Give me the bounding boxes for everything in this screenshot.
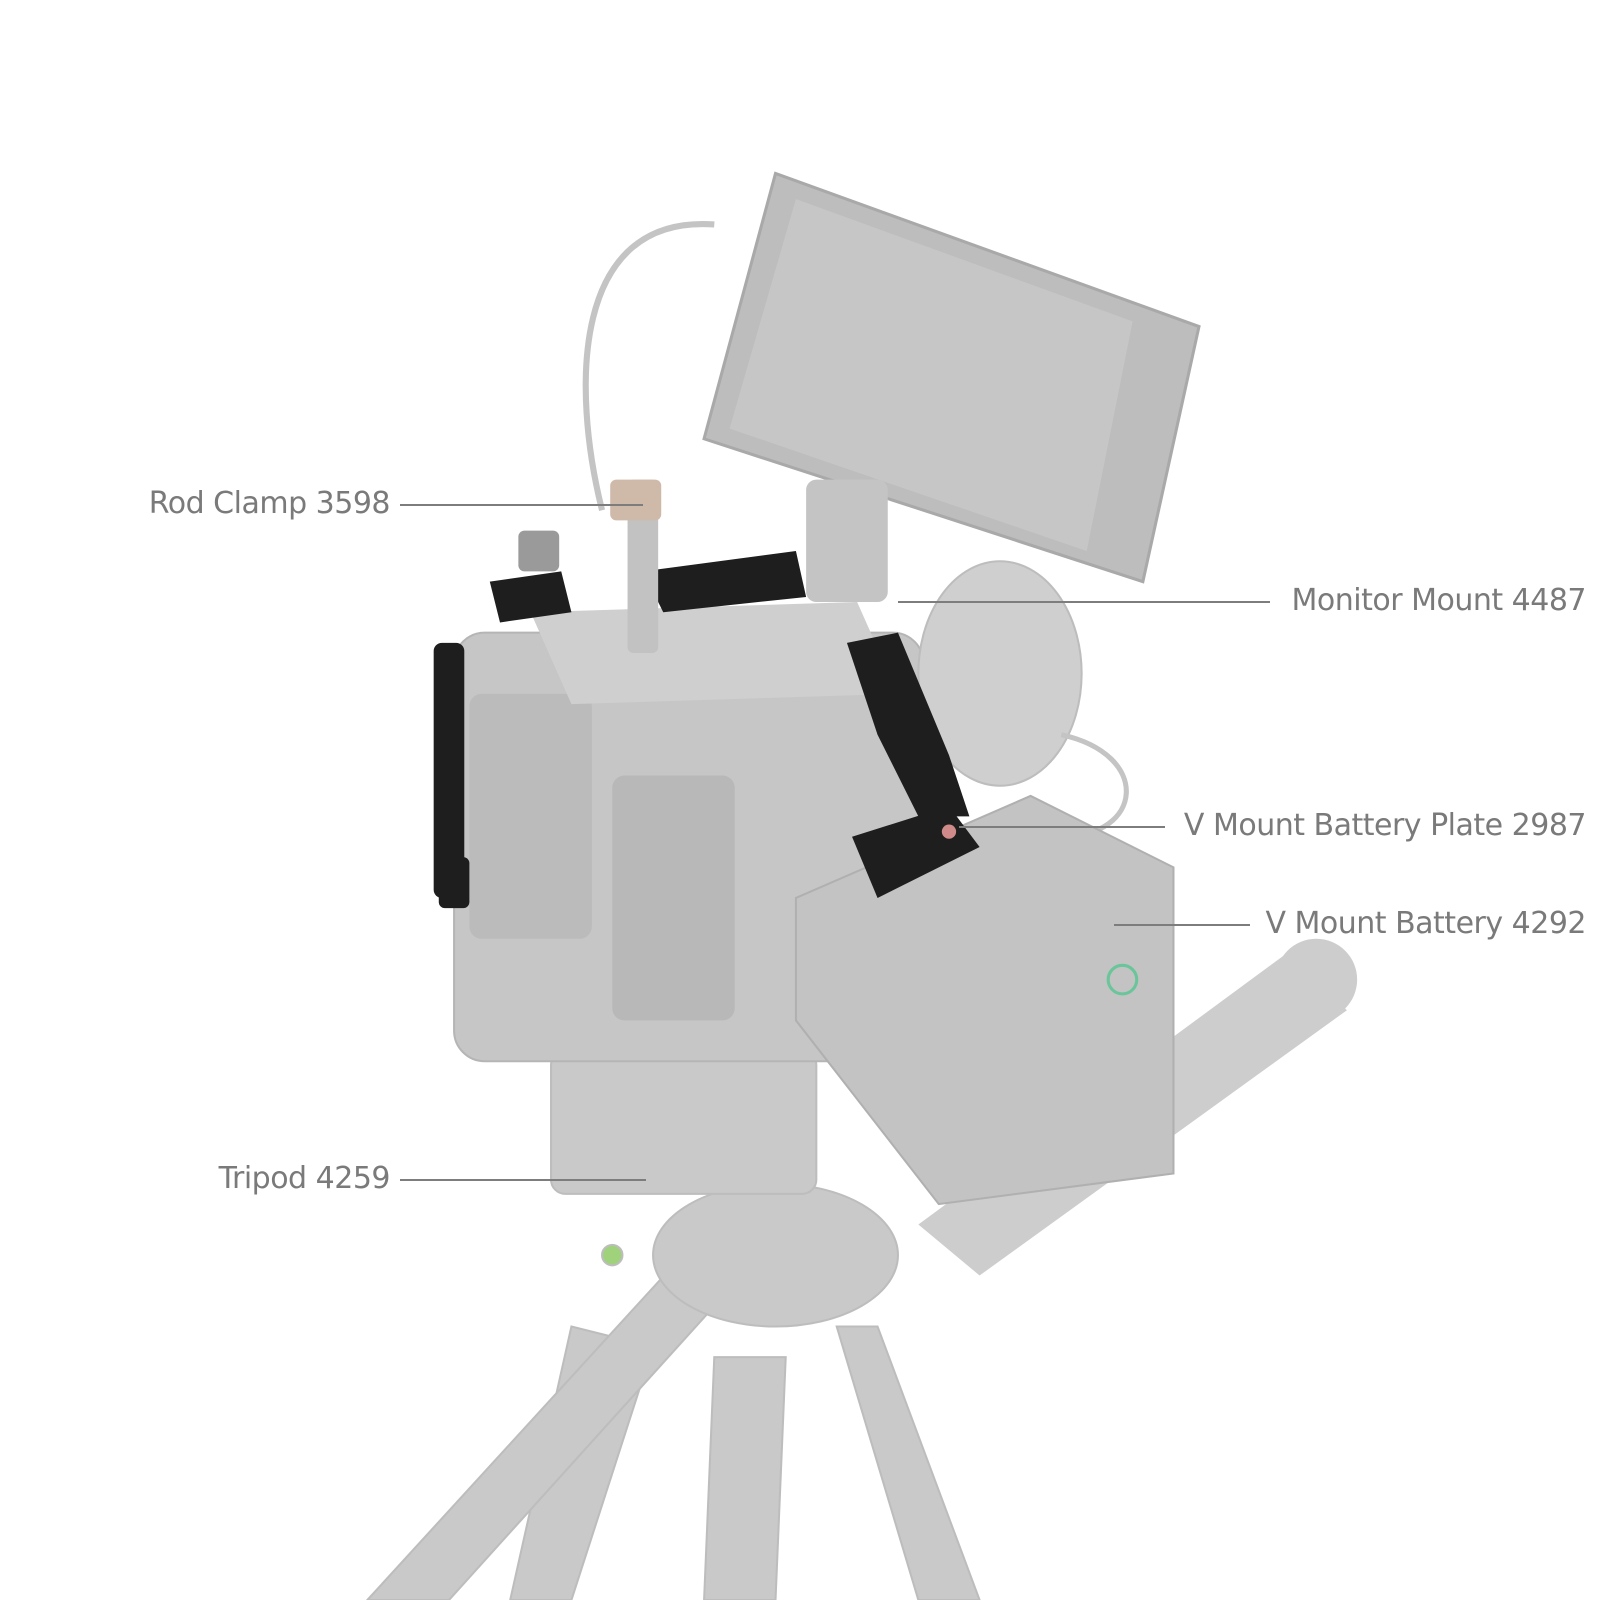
cable [582,221,715,511]
callout-tripod: Tripod 4259 [218,1161,391,1196]
leader-line-battery-plate [959,826,1165,828]
callout-battery-plate: V Mount Battery Plate 2987 [1183,808,1587,843]
rod-clamp [610,479,662,654]
leader-line-rod-clamp [400,504,643,506]
tripod [365,1050,981,1600]
callout-rod-clamp: Rod Clamp 3598 [148,486,391,521]
v-mount-battery [794,794,1175,1206]
monitor [702,171,1201,603]
leader-line-battery [1114,924,1250,926]
leader-line-tripod [400,1179,646,1181]
callout-battery: V Mount Battery 4292 [1265,906,1586,941]
camera-cage [433,530,980,909]
lens [917,560,1083,787]
leader-line-monitor-mount [898,601,1270,603]
callout-monitor-mount: Monitor Mount 4487 [1291,583,1587,618]
